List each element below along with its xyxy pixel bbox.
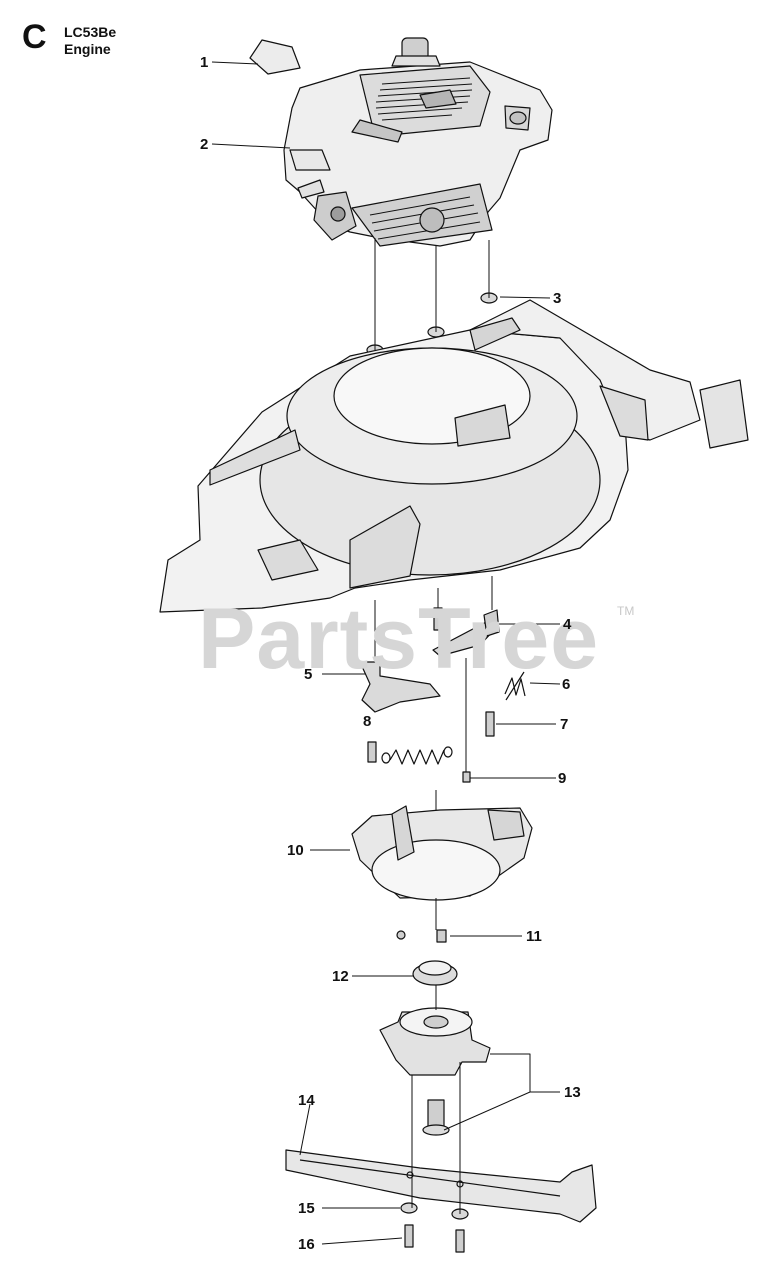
callout-15: 15 xyxy=(298,1200,315,1217)
bolt-illustration xyxy=(404,1224,414,1248)
spring-illustration xyxy=(504,671,526,701)
decal-illustration xyxy=(249,39,301,75)
screw-illustration xyxy=(462,771,471,783)
callout-2: 2 xyxy=(200,136,209,153)
callout-4: 4 xyxy=(563,616,572,633)
blade-illustration xyxy=(285,1149,597,1223)
adapter-illustration xyxy=(412,960,458,986)
washer-illustration xyxy=(400,1202,418,1214)
watermark: PartsTree xyxy=(198,591,600,687)
callout-16: 16 xyxy=(298,1236,315,1253)
callout-7: 7 xyxy=(560,716,569,733)
callout-6: 6 xyxy=(562,676,571,693)
callout-13: 13 xyxy=(564,1084,581,1101)
callout-3: 3 xyxy=(553,290,562,307)
bolt-illustration xyxy=(455,1229,465,1253)
extension-spring-illustration xyxy=(381,746,453,765)
callout-12: 12 xyxy=(332,968,349,985)
engine-illustration xyxy=(283,37,553,247)
watermark-trademark: TM xyxy=(617,604,635,618)
callout-9: 9 xyxy=(558,770,567,787)
screw-illustration xyxy=(485,711,495,737)
section-title: Engine xyxy=(64,41,111,57)
callout-5: 5 xyxy=(304,666,313,683)
screw-illustration xyxy=(396,930,406,940)
callout-1: 1 xyxy=(200,54,209,71)
screw-illustration xyxy=(433,607,443,631)
mower-deck-illustration xyxy=(159,299,749,613)
model-number: LC53Be xyxy=(64,24,117,40)
brake-housing-illustration xyxy=(351,805,533,901)
lever-illustration xyxy=(359,661,441,713)
callout-10: 10 xyxy=(287,842,304,859)
bracket-illustration xyxy=(432,619,497,657)
callout-11: 11 xyxy=(526,928,542,945)
callout-14: 14 xyxy=(298,1092,315,1109)
screw-illustration xyxy=(367,741,377,763)
key-illustration xyxy=(436,929,447,943)
section-letter: C xyxy=(22,18,47,56)
callout-8: 8 xyxy=(363,713,372,730)
clutch-assembly-illustration xyxy=(379,1007,491,1136)
